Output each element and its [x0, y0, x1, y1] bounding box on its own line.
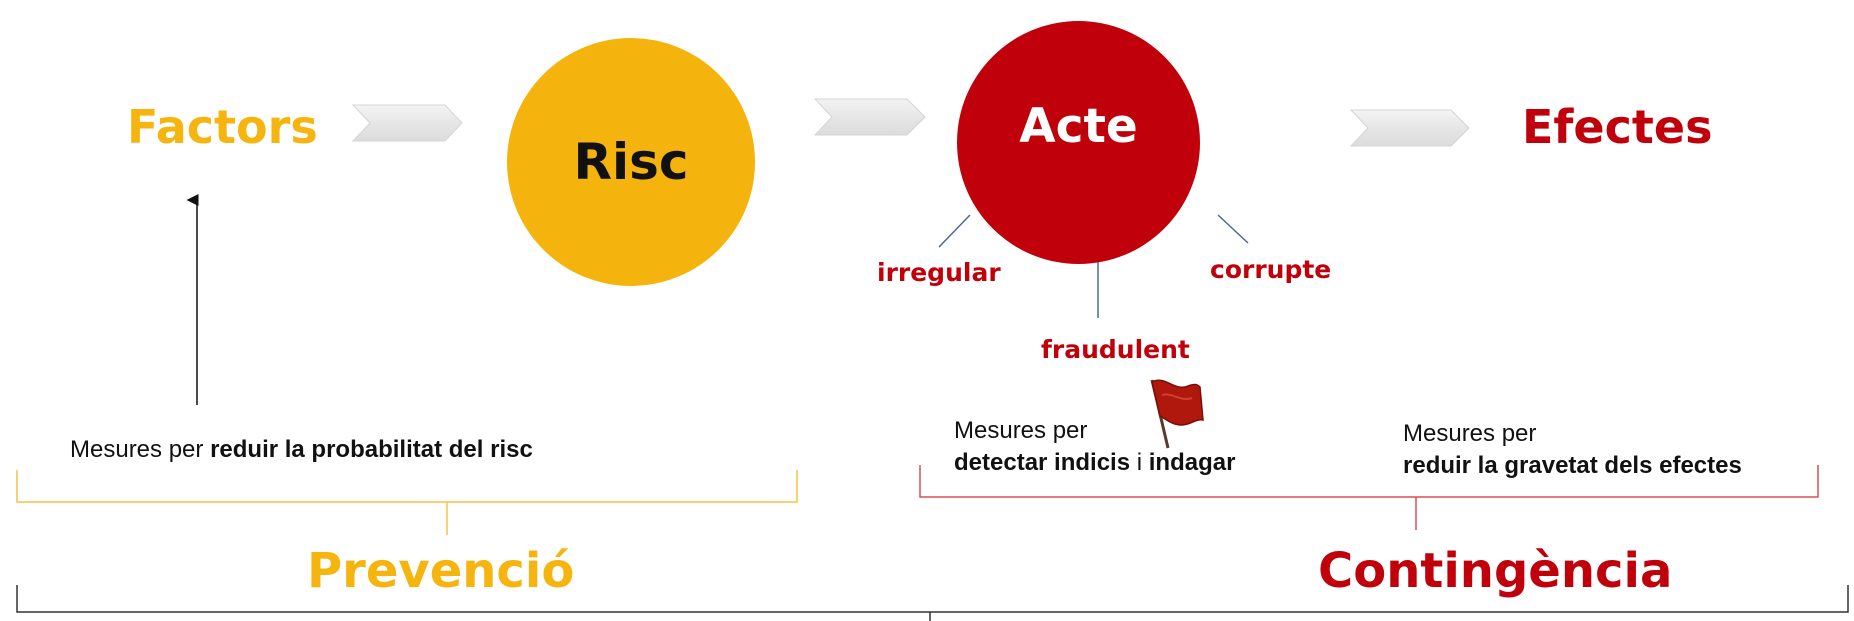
risc-circle: Risc [507, 38, 755, 286]
prevention-bracket [16, 470, 798, 503]
risc-label: Risc [573, 133, 689, 191]
act-type-irregular: irregular [877, 258, 1001, 287]
connector-irregular [938, 214, 971, 248]
measure-detect-line2: detectar indicis i indagar [954, 447, 1235, 479]
flow-arrow-3 [1349, 109, 1470, 147]
measure-severity-line2: reduir la gravetat dels efectes [1403, 450, 1742, 482]
measure-severity-line1: Mesures per [1403, 420, 1537, 447]
factors-label: Factors [127, 100, 318, 154]
phase-prevention: Prevenció [307, 543, 575, 599]
efectes-label: Efectes [1522, 100, 1713, 154]
measure-detect-bold2: indagar [1148, 449, 1236, 476]
act-type-fraudulent: fraudulent [1041, 335, 1190, 364]
measure-prefix: Mesures per [70, 436, 211, 463]
measure-detect-bold1: detectar indicis [954, 449, 1131, 476]
connector-corrupte [1217, 214, 1249, 244]
overall-bracket [16, 585, 1849, 613]
red-flag-icon [1150, 379, 1204, 449]
contingency-bracket [919, 465, 1819, 498]
measure-detect-conj: i [1130, 449, 1149, 476]
acte-label: Acte [1019, 99, 1138, 154]
phase-contingency: Contingència [1318, 543, 1673, 599]
flow-arrow-2 [813, 98, 926, 136]
measure-detect-line1: Mesures per [954, 417, 1088, 444]
measure-reduce-probability: Mesures per reduir la probabilitat del r… [70, 434, 533, 466]
acte-circle: Acte [957, 21, 1200, 264]
act-type-corrupte: corrupte [1210, 255, 1332, 284]
measure-detect: Mesures per detectar indicis i indagar [954, 415, 1235, 479]
measure-reduce-severity: Mesures per reduir la gravetat dels efec… [1403, 418, 1742, 482]
measure-bold: reduir la probabilitat del risc [210, 436, 533, 463]
measure-severity-bold: reduir la gravetat dels efectes [1403, 452, 1742, 479]
flow-arrow-1 [351, 104, 463, 142]
